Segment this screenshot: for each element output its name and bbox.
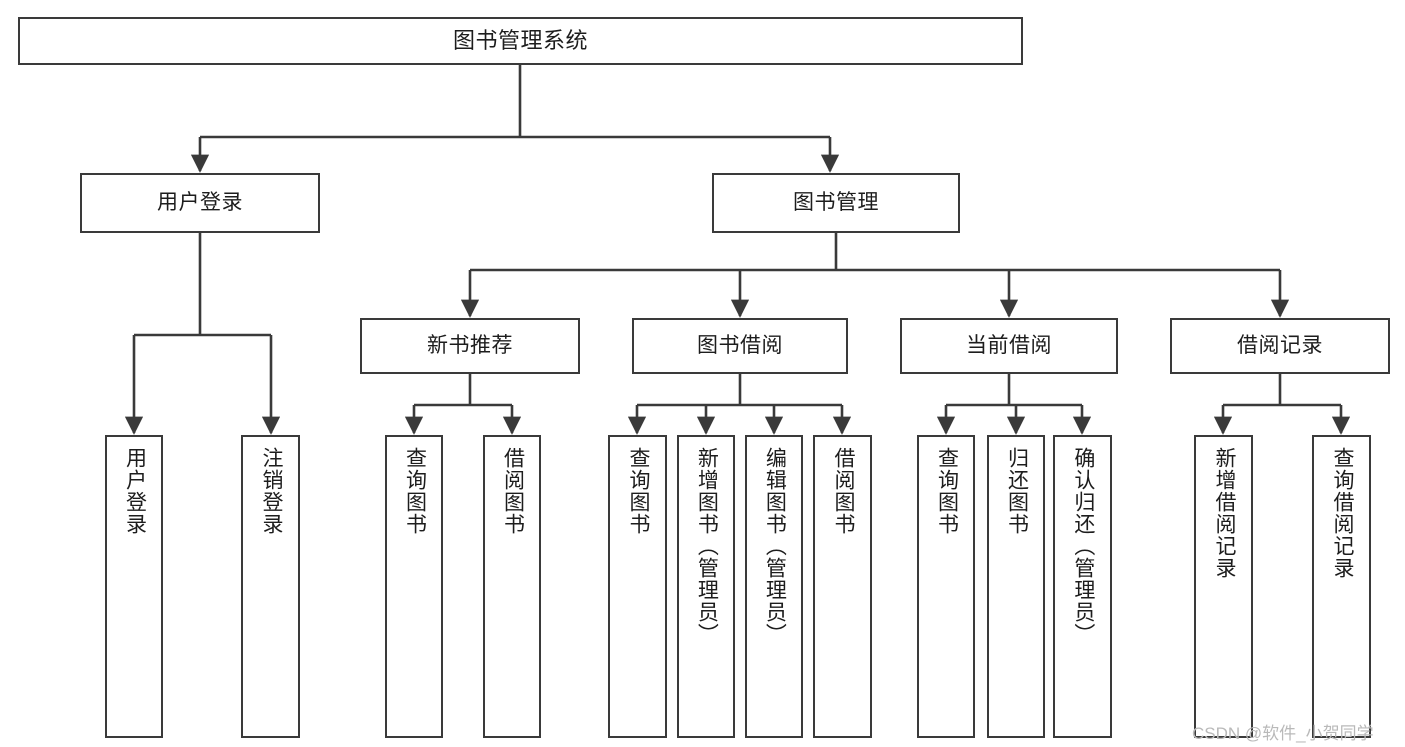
leaf-node[interactable]: 查询图书 <box>385 435 443 738</box>
leaf-node-label: 新增图书（管理员） <box>695 447 719 645</box>
leaf-node[interactable]: 注销登录 <box>241 435 300 738</box>
node-user-login-label: 用户登录 <box>157 191 243 215</box>
csdn-watermark: CSDN @软件_小贺同学 <box>1192 724 1374 743</box>
leaf-node[interactable]: 确认归还（管理员） <box>1053 435 1112 738</box>
leaf-node-label: 查询图书 <box>935 447 959 535</box>
leaf-node-label: 新增借阅记录 <box>1212 447 1236 579</box>
leaf-node[interactable]: 查询借阅记录 <box>1312 435 1371 738</box>
leaf-node-label: 查询图书 <box>403 447 427 535</box>
node-new-book-recommend[interactable]: 新书推荐 <box>360 318 580 374</box>
node-user-login[interactable]: 用户登录 <box>80 173 320 233</box>
leaf-node-label: 借阅图书 <box>831 447 855 535</box>
node-borrow-records-label: 借阅记录 <box>1237 334 1323 358</box>
node-book-management-label: 图书管理 <box>793 191 879 215</box>
leaf-node-label: 归还图书 <box>1005 447 1029 535</box>
leaf-node[interactable]: 用户登录 <box>105 435 163 738</box>
leaf-node[interactable]: 新增借阅记录 <box>1194 435 1253 738</box>
leaf-node-label: 编辑图书（管理员） <box>763 447 787 645</box>
leaf-node-label: 注销登录 <box>259 447 283 535</box>
node-borrow-records[interactable]: 借阅记录 <box>1170 318 1390 374</box>
leaf-node-label: 查询图书 <box>626 447 650 535</box>
node-new-book-recommend-label: 新书推荐 <box>427 334 513 358</box>
node-root-system[interactable]: 图书管理系统 <box>18 17 1023 65</box>
leaf-node-label: 借阅图书 <box>501 447 525 535</box>
leaf-node-label: 查询借阅记录 <box>1330 447 1354 579</box>
leaf-node[interactable]: 借阅图书 <box>483 435 541 738</box>
leaf-node[interactable]: 归还图书 <box>987 435 1045 738</box>
node-root-label: 图书管理系统 <box>452 27 588 53</box>
leaf-node[interactable]: 查询图书 <box>917 435 975 738</box>
leaf-node[interactable]: 查询图书 <box>608 435 667 738</box>
leaf-node-label: 用户登录 <box>123 447 147 535</box>
node-current-borrow[interactable]: 当前借阅 <box>900 318 1118 374</box>
leaf-node[interactable]: 借阅图书 <box>813 435 872 738</box>
node-book-borrow-label: 图书借阅 <box>697 334 783 358</box>
leaf-node-label: 确认归还（管理员） <box>1071 447 1095 645</box>
node-book-borrow[interactable]: 图书借阅 <box>632 318 848 374</box>
node-book-management[interactable]: 图书管理 <box>712 173 960 233</box>
leaf-node[interactable]: 新增图书（管理员） <box>677 435 735 738</box>
node-current-borrow-label: 当前借阅 <box>966 334 1052 358</box>
leaf-node[interactable]: 编辑图书（管理员） <box>745 435 803 738</box>
